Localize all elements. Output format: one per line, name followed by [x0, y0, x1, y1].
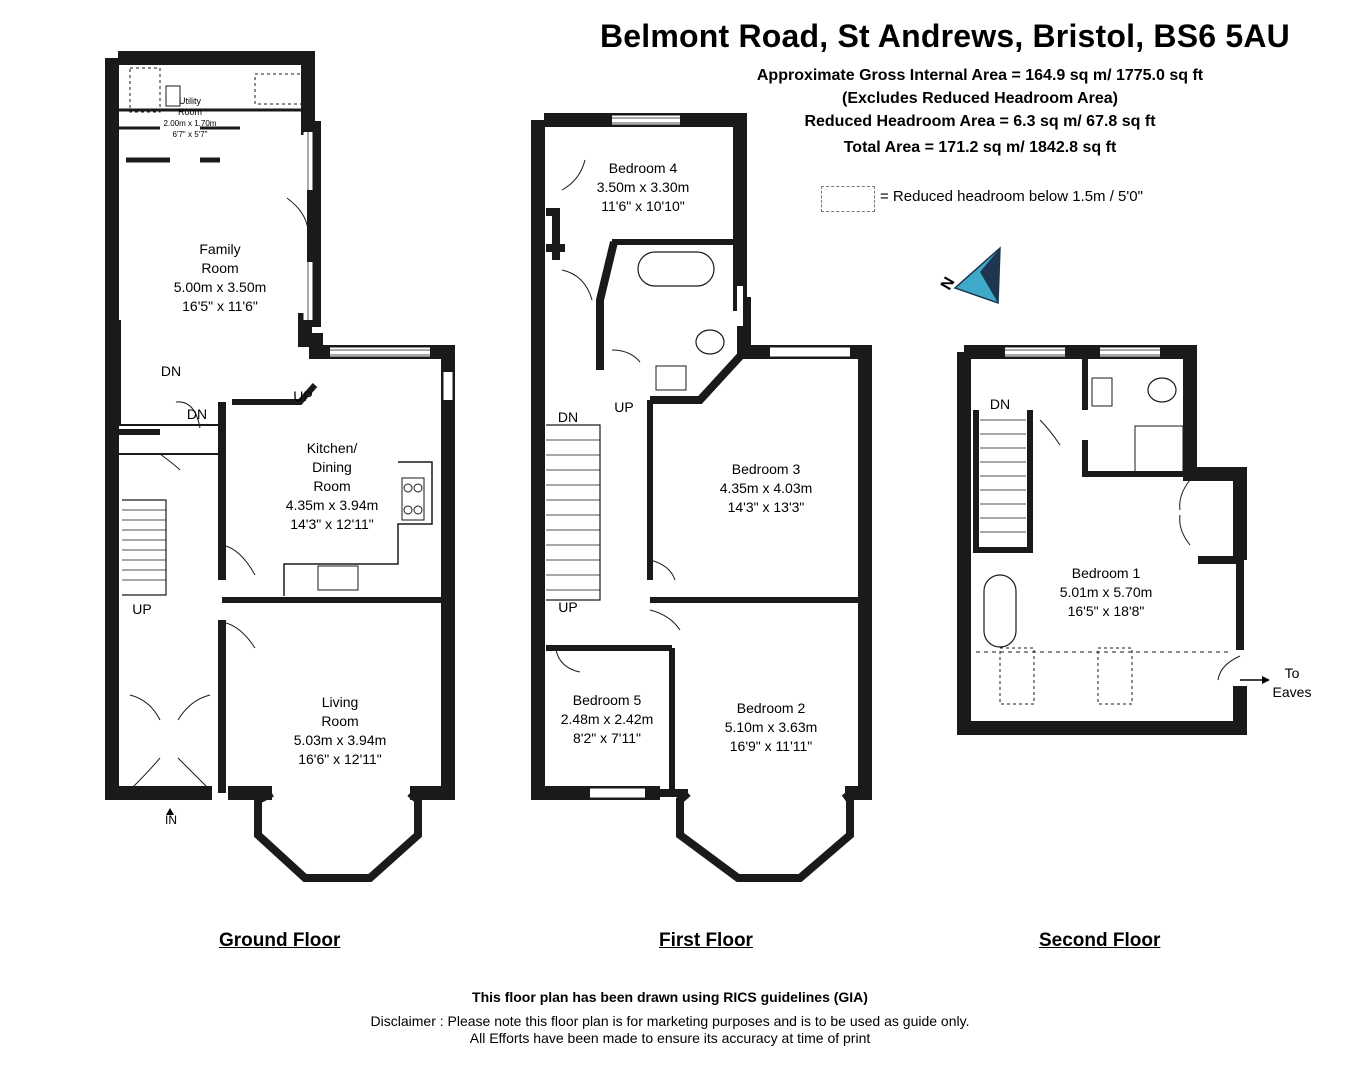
bed3-name: Bedroom 3 [732, 461, 801, 477]
kitchen-name1: Kitchen/ [307, 440, 358, 456]
total-area: Total Area = 171.2 sq m/ 1842.8 sq ft [843, 139, 1117, 156]
disclaimer-line-2: All Efforts have been made to ensure its… [469, 1030, 871, 1046]
family-name1: Family [199, 241, 240, 257]
kitchen-name2: Dining [312, 459, 352, 475]
family-metric: 5.00m x 3.50m [174, 279, 267, 295]
bed2-imperial: 16'9" x 11'11" [730, 738, 813, 754]
ground-dn-label-2: DN [187, 406, 207, 422]
bed1-metric: 5.01m x 5.70m [1060, 584, 1153, 600]
first-floor-walls [531, 113, 872, 882]
ground-floor-walls [105, 51, 455, 882]
first-up-label-2: UP [558, 599, 577, 615]
bed1-imperial: 16'5" x 18'8" [1068, 603, 1145, 619]
ground-floor-title: Ground Floor [219, 930, 341, 951]
kitchen-metric: 4.35m x 3.94m [286, 497, 379, 513]
utility-name2: Room [178, 107, 202, 117]
second-floor-walls [957, 345, 1247, 735]
ground-up-label-2: UP [132, 601, 151, 617]
bed4-name: Bedroom 4 [609, 160, 678, 176]
reduced-headroom-legend: = Reduced headroom below 1.5m / 5'0" [880, 188, 1143, 205]
disclaimer-line-1: Disclaimer : Please note this floor plan… [370, 1013, 970, 1029]
bed5-imperial: 8'2" x 7'11" [573, 730, 641, 746]
compass-icon [953, 246, 1001, 305]
rics-note: This floor plan has been drawn using RIC… [472, 989, 868, 1005]
utility-metric: 2.00m x 1.70m [164, 119, 217, 128]
bed4-imperial: 11'6" x 10'10" [601, 198, 685, 214]
ground-dn-label-1: DN [161, 363, 181, 379]
excludes-note: (Excludes Reduced Headroom Area) [842, 90, 1118, 107]
living-imperial: 16'6" x 12'11" [298, 751, 382, 767]
family-name2: Room [201, 260, 238, 276]
utility-name1: Utility [179, 96, 201, 106]
bed3-metric: 4.35m x 4.03m [720, 480, 813, 496]
eaves-arrowhead [1262, 676, 1270, 684]
entry-arrow [166, 808, 174, 815]
utility-imperial: 6'7" x 5'7" [173, 130, 208, 139]
first-floor-title: First Floor [659, 930, 753, 951]
bed1-name: Bedroom 1 [1072, 565, 1141, 581]
living-metric: 5.03m x 3.94m [294, 732, 387, 748]
reduced-area: Reduced Headroom Area = 6.3 sq m/ 67.8 s… [804, 113, 1156, 130]
second-dn-label: DN [990, 396, 1010, 412]
gross-area: Approximate Gross Internal Area = 164.9 … [756, 67, 1204, 84]
first-up-label-1: UP [614, 399, 633, 415]
living-name2: Room [321, 713, 358, 729]
bed2-name: Bedroom 2 [737, 700, 806, 716]
reduced-headroom-legend-swatch [821, 186, 875, 212]
eaves-label-2: Eaves [1273, 684, 1312, 700]
kitchen-name3: Room [313, 478, 350, 494]
bed2-metric: 5.10m x 3.63m [725, 719, 818, 735]
bed5-metric: 2.48m x 2.42m [561, 711, 654, 727]
bed4-metric: 3.50m x 3.30m [597, 179, 690, 195]
family-imperial: 16'5" x 11'6" [182, 298, 258, 314]
ground-up-label-1: UP [293, 388, 312, 404]
second-floor-title: Second Floor [1039, 930, 1161, 951]
property-title: Belmont Road, St Andrews, Bristol, BS6 5… [600, 18, 1290, 54]
living-name1: Living [322, 694, 359, 710]
entry-label: IN [165, 813, 177, 827]
bed3-imperial: 14'3" x 13'3" [728, 499, 805, 515]
first-dn-label: DN [558, 409, 578, 425]
eaves-label-1: To [1285, 665, 1300, 681]
compass-label: N [938, 274, 959, 293]
bed5-name: Bedroom 5 [573, 692, 642, 708]
kitchen-imperial: 14'3" x 12'11" [290, 516, 374, 532]
